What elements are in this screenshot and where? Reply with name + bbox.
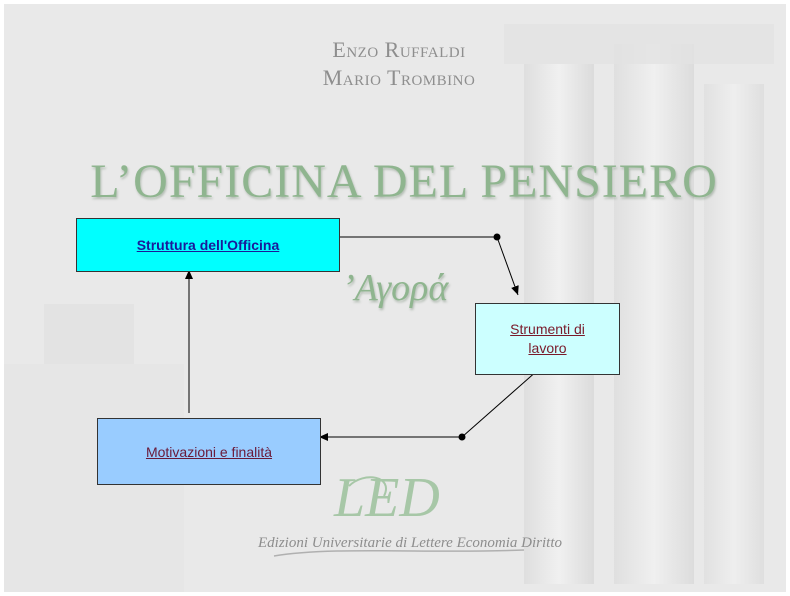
slide-canvas: Enzo Ruffaldi Mario Trombino L’OFFICINA …: [4, 4, 786, 592]
strumenti-box[interactable]: Strumenti di lavoro: [475, 303, 620, 375]
author-1: Enzo Ruffaldi: [332, 37, 466, 62]
authors: Enzo Ruffaldi Mario Trombino: [4, 36, 786, 92]
arrow-strumenti-to-motivazioni: [319, 366, 542, 441]
led-logo-swash: [273, 476, 525, 557]
led-logo-mark: LED: [334, 467, 440, 529]
page-title: L’OFFICINA DEL PENSIERO: [90, 155, 718, 208]
struttura-link[interactable]: Struttura dell'Officina: [136, 237, 280, 253]
author-2: Mario Trombino: [322, 65, 476, 90]
strumenti-link[interactable]: Strumenti di lavoro: [510, 321, 585, 356]
agora-subtitle: ’Αγορά: [342, 267, 449, 309]
motivazioni-box[interactable]: Motivazioni e finalità: [97, 418, 321, 485]
led-logo-text: Edizioni Universitarie di Lettere Econom…: [258, 535, 562, 551]
motivazioni-link[interactable]: Motivazioni e finalità: [145, 443, 273, 460]
arrow-struttura-to-strumenti: [330, 233, 519, 296]
struttura-box[interactable]: Struttura dell'Officina: [76, 218, 340, 272]
